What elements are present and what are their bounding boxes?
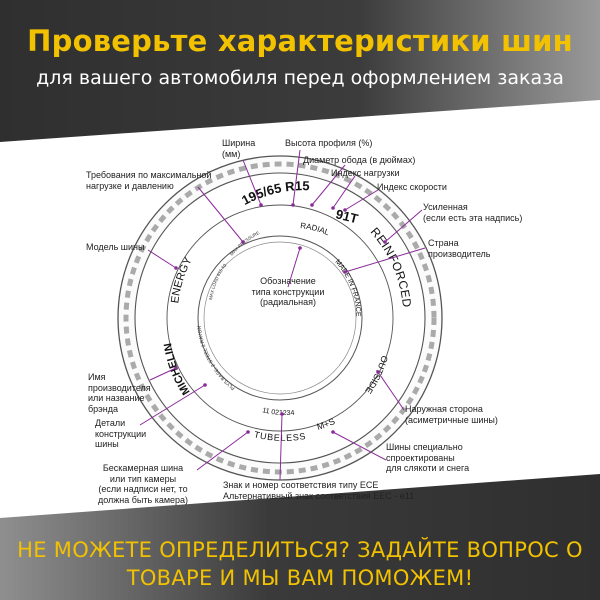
top-band [0,0,600,142]
bottom-band [0,474,600,600]
tread-inner [134,172,426,464]
label-width: Ширина (мм) [222,138,256,159]
label-winter: Шины специально спроектированы для сляко… [386,442,470,473]
rim-ring-1 [197,235,363,401]
label-country: Страна производитель [428,238,491,259]
label-ece: Знак и номер соответствия типу ECE Альте… [223,480,415,501]
page-title: Проверьте характеристики шин [27,24,573,58]
footer-cta: НЕ МОЖЕТЕ ОПРЕДЕЛИТЬСЯ? ЗАДАЙТЕ ВОПРОС О… [17,538,583,590]
callout-lines [139,149,426,481]
label-outside: Наружная сторона (асиметричные шины) [405,404,498,425]
load-speed-marking: 91T [334,206,359,226]
label-max-load: Требования по максимальной нагрузке и да… [86,170,212,191]
label-brand: Имя производителя или название брэнда [88,372,151,414]
sidewall-ring [166,204,394,432]
page-subtitle: для вашего автомобиля перед оформлением … [36,67,564,89]
label-details: Детали конструкции шины [95,418,147,449]
callout-arrowheads [174,203,387,434]
label-tubeless: Бескамерная шина или тип камеры (если на… [97,463,189,505]
label-reinforced: Усиленная (если есть эта надпись) [423,202,523,223]
label-rim: Диаметр обода (в дюймах) [303,155,416,165]
tubeless-marking: TUBELESS [253,429,307,443]
label-speed-index: Индекс скорости [377,182,447,192]
label-construction: Обозначение типа конструкции (радиальная… [251,276,325,307]
label-model: Модель шины [86,242,145,252]
label-profile: Высота профиля (%) [285,138,373,148]
label-load-index: Индекс нагрузки [331,168,400,178]
rim-ring-2 [203,241,357,395]
ece-code-marking: 11 021234 [262,407,295,417]
